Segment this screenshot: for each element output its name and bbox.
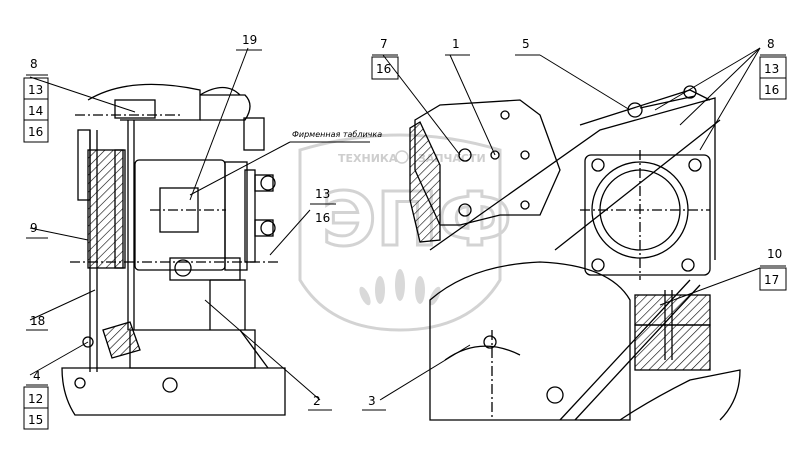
left-view	[61, 83, 286, 416]
pulley	[87, 149, 124, 269]
support-body	[129, 329, 256, 369]
leader-lines	[29, 47, 761, 401]
callout-13-right: 13	[764, 62, 779, 76]
callout-16-mid: 16	[315, 211, 330, 225]
compressor-body	[134, 159, 226, 271]
callout-7: 7	[380, 37, 388, 51]
base-bracket	[61, 367, 286, 416]
watermark: ТЕХНИКА ЗАПЧАСТИ ЭПФ	[298, 133, 513, 332]
large-wheel	[429, 261, 631, 421]
callout-4: 4	[33, 369, 41, 383]
nameplate-caption: Фирменная табличка	[292, 130, 382, 139]
bearing-housing	[584, 154, 711, 276]
callout-13-mid: 13	[315, 187, 330, 201]
callout-16-top: 16	[376, 62, 391, 76]
right-view	[409, 85, 741, 421]
callout-10: 10	[767, 247, 782, 261]
callout-3: 3	[368, 394, 376, 408]
callout-16-left: 16	[28, 125, 43, 139]
callout-12: 12	[28, 392, 43, 406]
callout-2: 2	[313, 394, 321, 408]
callout-15: 15	[28, 413, 43, 427]
base-hole	[74, 377, 86, 389]
callout-9: 9	[30, 221, 38, 235]
wheat-icon	[359, 269, 441, 306]
base-hole	[162, 377, 178, 393]
gear-icon	[395, 150, 409, 164]
callout-13-left: 13	[28, 83, 43, 97]
watermark-line1: ТЕХНИКА	[338, 152, 398, 165]
callout-18: 18	[30, 314, 45, 328]
callout-1: 1	[452, 37, 460, 51]
callout-19: 19	[242, 33, 257, 47]
callouts: 8 13 14 16 9 18 4 12 15 19 13 16 2 7 16 …	[23, 33, 787, 430]
callout-8-right: 8	[767, 37, 775, 51]
callout-14-left: 14	[28, 104, 43, 118]
hatched-wedge	[102, 321, 141, 359]
callout-17: 17	[764, 273, 779, 287]
callout-16-right: 16	[764, 83, 779, 97]
callout-8-left: 8	[30, 57, 38, 71]
callout-5: 5	[522, 37, 530, 51]
